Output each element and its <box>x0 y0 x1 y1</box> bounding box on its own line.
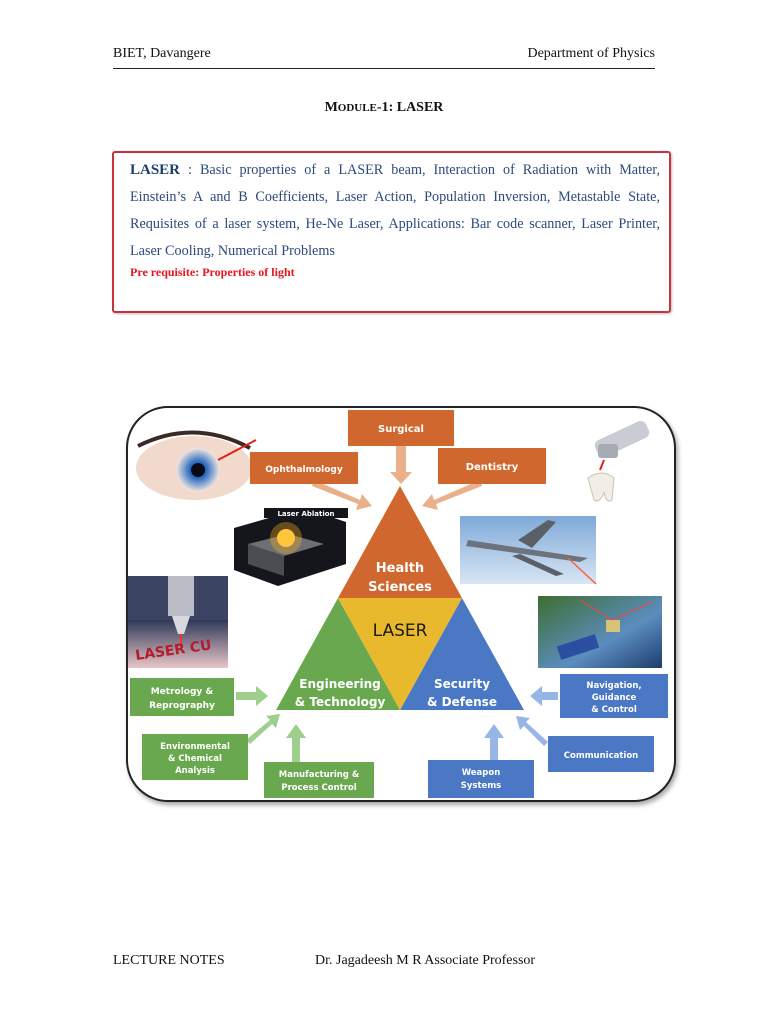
svg-text:Navigation,: Navigation, <box>586 681 641 691</box>
laser-ablation-label: Laser Ablation <box>277 510 334 518</box>
svg-text:Weapon: Weapon <box>462 768 501 778</box>
prerequisite-text: Pre requisite: Properties of light <box>130 265 295 279</box>
svg-text:& Control: & Control <box>591 705 637 715</box>
health-label-2: Sciences <box>368 580 432 595</box>
security-label-1: Security <box>434 677 490 691</box>
laser-ablation-image: Laser Ablation <box>234 508 348 586</box>
title-rest: -1: LASER <box>376 100 444 115</box>
laser-cutter-image: LASER CU <box>128 576 228 668</box>
syllabus-lead: LASER <box>130 162 181 178</box>
footer-left: LECTURE NOTES <box>113 953 225 968</box>
security-label-2: & Defense <box>427 695 497 709</box>
engineering-label-2: & Technology <box>295 695 386 709</box>
page-header: BIET, Davangere Department of Physics <box>113 46 655 69</box>
svg-text:Metrology &: Metrology & <box>151 687 214 697</box>
manufacturing-box: Manufacturing & Process Control <box>264 762 374 798</box>
surgical-box: Surgical <box>348 410 454 446</box>
svg-text:Communication: Communication <box>564 751 638 761</box>
communication-box: Communication <box>548 736 654 772</box>
metrology-box: Metrology & Reprography <box>130 678 234 716</box>
eye-image <box>136 430 257 500</box>
svg-text:Manufacturing &: Manufacturing & <box>279 770 360 780</box>
module-title: MODULE-1: LASER <box>0 100 768 116</box>
health-arrows <box>312 446 482 510</box>
laser-applications-figure: Laser Ablation LASER CU Health Sciences … <box>126 406 676 802</box>
svg-text:Ophthalmology: Ophthalmology <box>265 465 343 475</box>
ophthalmology-box: Ophthalmology <box>250 452 358 484</box>
syllabus-text: LASER : Basic properties of a LASER beam… <box>130 157 660 265</box>
laser-center-label: LASER <box>373 621 428 641</box>
syllabus-body: : Basic properties of a LASER beam, Inte… <box>130 162 660 259</box>
security-arrows <box>484 686 558 764</box>
title-initial: M <box>324 100 338 115</box>
weapon-systems-box: Weapon Systems <box>428 760 534 798</box>
engineering-arrows <box>236 686 306 764</box>
drone-image <box>460 516 597 585</box>
svg-text:Environmental: Environmental <box>160 742 230 752</box>
navigation-box: Navigation, Guidance & Control <box>560 674 668 718</box>
svg-text:Dentistry: Dentistry <box>466 462 519 473</box>
environmental-box: Environmental & Chemical Analysis <box>142 734 248 780</box>
header-institution: BIET, Davangere <box>113 46 211 61</box>
svg-text:Surgical: Surgical <box>378 424 424 435</box>
svg-text:& Chemical: & Chemical <box>168 754 222 764</box>
svg-text:Process Control: Process Control <box>281 783 356 793</box>
dental-drill-image <box>587 420 650 502</box>
svg-text:Reprography: Reprography <box>149 701 215 711</box>
title-smallcaps: ODULE <box>337 102 377 114</box>
svg-text:Analysis: Analysis <box>175 766 215 776</box>
dentistry-box: Dentistry <box>438 448 546 484</box>
svg-text:Systems: Systems <box>461 781 501 791</box>
footer-author: Dr. Jagadeesh M R Associate Professor <box>315 953 536 968</box>
svg-text:Guidance: Guidance <box>592 693 637 703</box>
header-department: Department of Physics <box>527 46 655 61</box>
health-label-1: Health <box>376 561 424 576</box>
engineering-label-1: Engineering <box>299 677 380 691</box>
syllabus-box: LASER : Basic properties of a LASER beam… <box>112 151 671 313</box>
applications-triangle <box>276 486 524 710</box>
satellite-image <box>538 596 662 668</box>
